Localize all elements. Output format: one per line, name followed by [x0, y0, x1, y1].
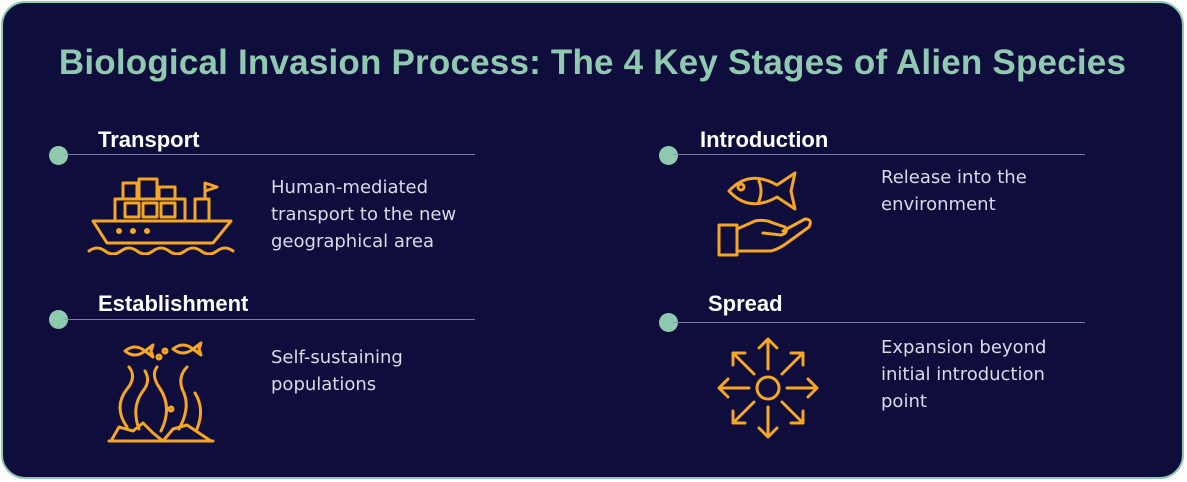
stage-divider: [63, 154, 475, 155]
stage-title: Establishment: [98, 291, 249, 316]
stage-divider: [63, 319, 475, 320]
stage-marker-dot: [49, 310, 68, 329]
stage-description: Self-sustaining populations: [271, 347, 403, 395]
stage-description: Human-mediated transport to the new geog…: [271, 177, 457, 252]
stage-divider: [673, 154, 1085, 155]
stage-divider: [673, 322, 1085, 323]
stage-description: Expansion beyond initial introduction po…: [881, 337, 1047, 412]
expand-arrows-icon: [715, 335, 821, 441]
fish-in-hand-icon: [715, 167, 815, 259]
stage-title: Spread: [708, 291, 783, 316]
stage-marker-dot: [659, 146, 678, 165]
stage-marker-dot: [49, 146, 68, 165]
cargo-ship-icon: [85, 175, 245, 255]
stage-description: Release into the environment: [881, 167, 1027, 215]
stage-title: Transport: [98, 127, 200, 152]
stage-title: Introduction: [700, 127, 829, 152]
seaweed-fish-icon: [107, 337, 217, 443]
page-title: Biological Invasion Process: The 4 Key S…: [58, 43, 1127, 82]
stage-marker-dot: [659, 313, 678, 332]
